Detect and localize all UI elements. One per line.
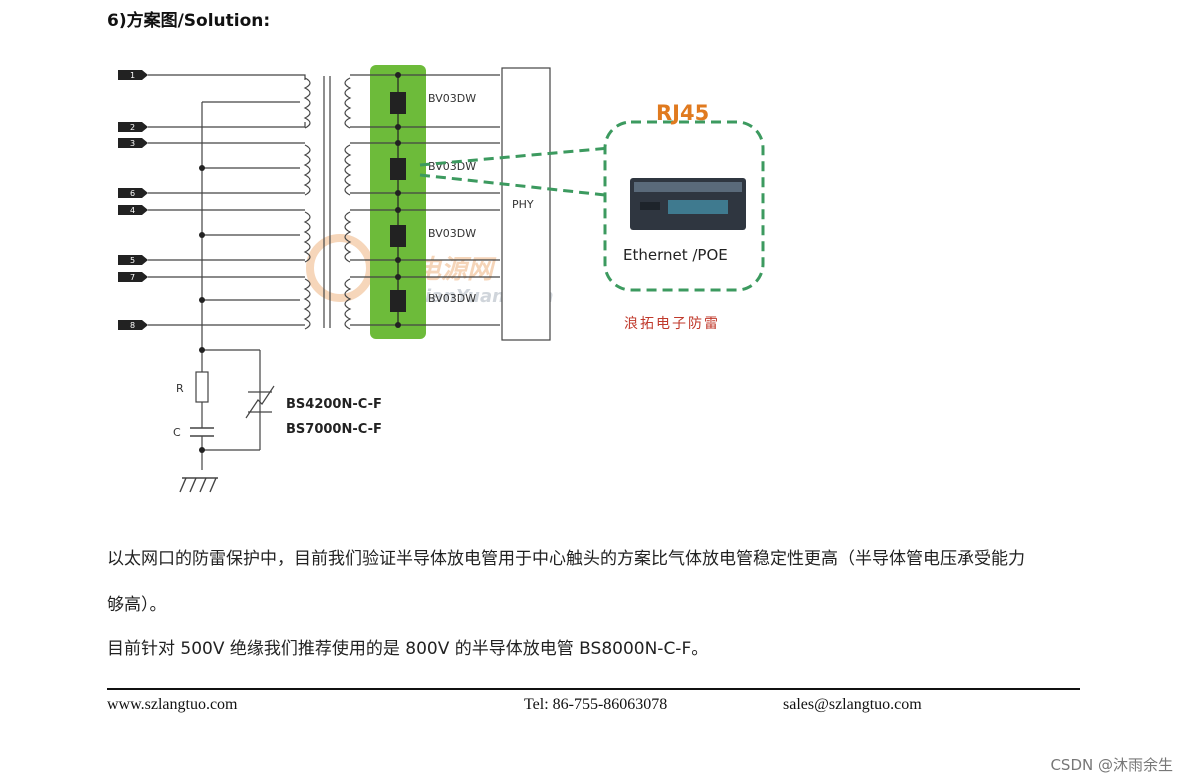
part-number-2: BS7000N-C-F xyxy=(286,422,382,437)
svg-text:2: 2 xyxy=(130,123,135,132)
svg-text:3: 3 xyxy=(130,139,135,148)
capacitor-label: C xyxy=(173,426,181,439)
resistor xyxy=(195,371,209,403)
rj45-callout xyxy=(419,120,765,292)
discharge-tube-symbol xyxy=(245,385,275,419)
paragraph-line-1: 以太网口的防雷保护中，目前我们验证半导体放电管用于中心触头的方案比气体放电管稳定… xyxy=(107,549,1025,569)
solution-diagram: 电源网 DianYuan.com 1 2 3 6 4 5 7 8 xyxy=(118,65,765,493)
junction-dots xyxy=(199,165,205,453)
svg-text:BV03DW: BV03DW xyxy=(428,227,476,240)
footer-divider xyxy=(107,688,1080,690)
phy-block xyxy=(501,67,551,341)
footer-website: www.szlangtuo.com xyxy=(107,696,238,713)
rj45-label: RJ45 xyxy=(656,101,709,125)
ethernet-label: Ethernet /POE xyxy=(623,246,728,264)
pin-connectors xyxy=(118,70,148,330)
ground-symbol xyxy=(179,477,218,493)
company-stamp: 浪拓电子防雷 xyxy=(624,316,720,332)
transformer-coils xyxy=(303,76,352,330)
pin-labels: 1 2 3 6 4 5 7 8 xyxy=(130,71,135,330)
part-number-1: BS4200N-C-F xyxy=(286,397,382,412)
paragraph-line-2: 够高）。 xyxy=(107,595,167,615)
svg-text:BV03DW: BV03DW xyxy=(428,92,476,105)
ethernet-switch-image xyxy=(630,178,746,230)
footer-email: sales@szlangtuo.com xyxy=(783,696,922,713)
svg-text:6: 6 xyxy=(130,189,135,198)
svg-text:8: 8 xyxy=(130,321,135,330)
svg-text:BV03DW: BV03DW xyxy=(428,292,476,305)
paragraph-recommendation: 目前针对 500V 绝缘我们推荐使用的是 800V 的半导体放电管 BS8000… xyxy=(107,639,709,659)
tvs-diodes xyxy=(390,72,406,328)
resistor-label: R xyxy=(176,382,184,395)
phy-label: PHY xyxy=(512,198,534,211)
footer-tel: Tel: 86-755-86063078 xyxy=(524,696,668,713)
capacitor xyxy=(190,427,214,437)
svg-text:7: 7 xyxy=(130,273,135,282)
svg-text:1: 1 xyxy=(130,71,135,80)
csdn-watermark: CSDN @沐雨余生 xyxy=(1050,756,1173,774)
svg-text:5: 5 xyxy=(130,256,135,265)
section-heading: 6)方案图/Solution: xyxy=(107,11,271,31)
svg-text:4: 4 xyxy=(130,206,135,215)
